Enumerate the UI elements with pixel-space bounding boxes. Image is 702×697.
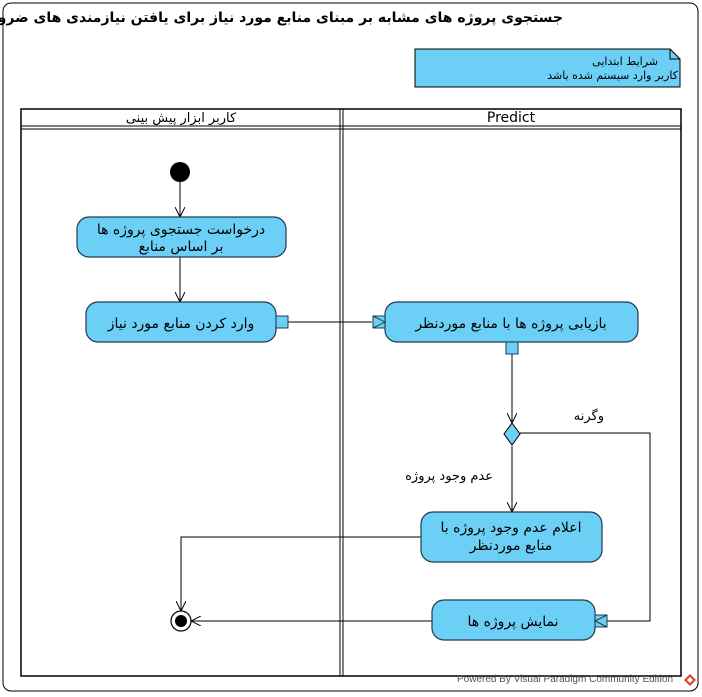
diagram-title: جستجوی پروژه های مشابه بر مبنای منابع مو…	[0, 10, 563, 26]
activity-retrieve-projects[interactable]: بازیابی پروژه ها با منابع موردنظر	[384, 301, 639, 343]
swimlane-container	[20, 108, 682, 677]
edge-decision-else-to-show	[520, 432, 651, 622]
activity-show-projects[interactable]: نمایش پروژه ها	[431, 599, 596, 641]
note-line-2: کاربر وارد سیستم شده باشد	[547, 69, 679, 82]
activity-show-projects-label: نمایش پروژه ها	[467, 614, 558, 630]
activity-announce-line-1: اعلام عدم وجود پروژه با	[441, 520, 582, 536]
note-line-1: شرایط ابتدایی	[592, 55, 658, 68]
decision-node[interactable]	[503, 422, 521, 446]
activity-request-line-2: بر اساس منابع	[139, 239, 224, 255]
edge-announce-to-final	[181, 536, 421, 611]
activity-announce-no-project[interactable]: اعلام عدم وجود پروژه با منابع موردنظر	[420, 511, 603, 563]
output-pin[interactable]	[505, 341, 519, 355]
activity-request-search[interactable]: درخواست جستجوی پروژه ها بر اساس منابع	[76, 216, 287, 258]
activity-enter-resources-label: وارد کردن منابع مورد نیاز	[107, 316, 255, 332]
activity-enter-resources[interactable]: وارد کردن منابع مورد نیاز	[85, 301, 277, 343]
output-pin[interactable]	[275, 315, 289, 329]
guard-else-label: وگرنه	[574, 408, 604, 424]
powered-by-footer: Powered By Visual Paradigm Community Edi…	[457, 674, 674, 685]
activity-retrieve-label: بازیابی پروژه ها با منابع موردنظر	[414, 316, 606, 332]
final-node[interactable]	[170, 610, 192, 632]
visual-paradigm-logo	[684, 674, 696, 686]
swimlane-user-label: کاربر ابزار پیش بینی	[126, 111, 237, 126]
input-pin[interactable]	[372, 315, 387, 329]
activity-announce-line-2: منابع موردنظر	[469, 538, 553, 554]
swimlane-predict-label: Predict	[487, 110, 536, 126]
activity-request-line-1: درخواست جستجوی پروژه ها	[97, 222, 265, 238]
guard-no-project-label: عدم وجود پروژه	[405, 469, 493, 484]
initial-node[interactable]	[170, 162, 190, 182]
precondition-note[interactable]: شرایط ابتدایی کاربر وارد سیستم شده باشد	[414, 48, 681, 88]
input-pin[interactable]	[593, 614, 608, 628]
